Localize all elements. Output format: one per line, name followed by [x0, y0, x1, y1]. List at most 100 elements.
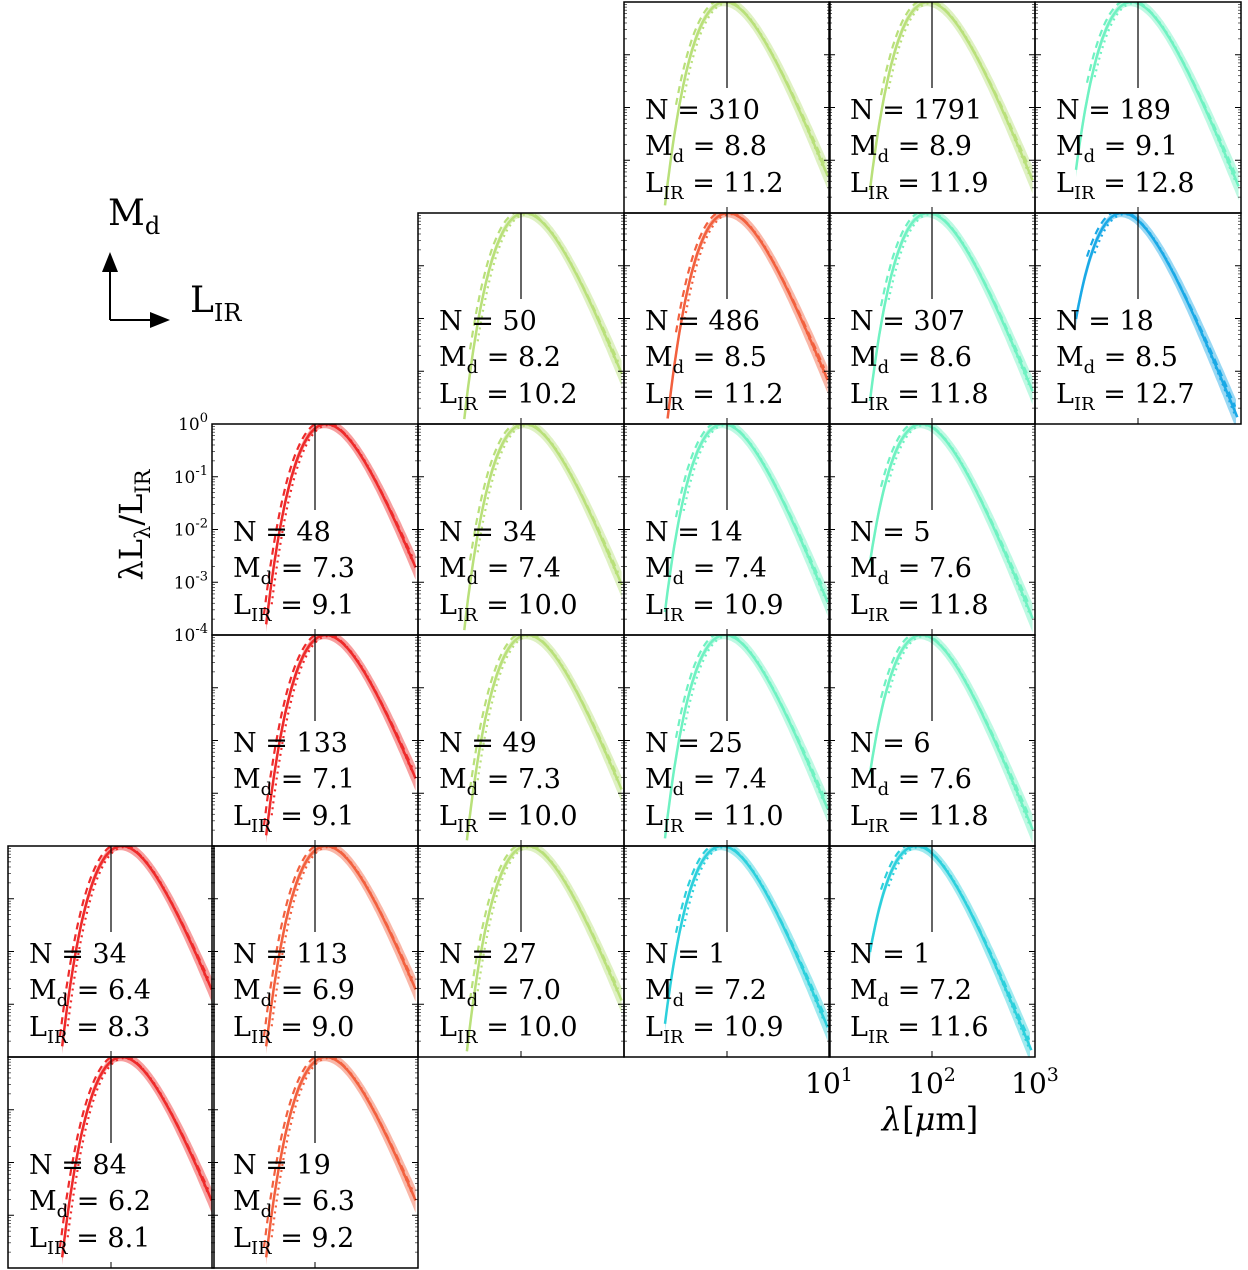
sed-curves	[58, 1057, 213, 1265]
sed-curves	[262, 1057, 417, 1265]
panel-lir-label: LIR = 10.0	[439, 1012, 578, 1048]
panel-md-label: Md = 8.8	[645, 131, 767, 167]
panel-md-label: Md = 7.2	[645, 975, 767, 1011]
panel-md-label: Md = 7.4	[645, 553, 767, 589]
x-tick-label: 103	[1011, 1064, 1059, 1100]
panel-md-label: Md = 7.0	[439, 975, 561, 1011]
panel-lir-label: LIR = 12.8	[1056, 168, 1195, 204]
sed-dotted-line	[476, 635, 619, 783]
sed-curves	[663, 2, 829, 206]
sed-curves	[262, 846, 417, 1054]
sed-dotted-line	[682, 846, 825, 1022]
panel-lir-label: LIR = 9.0	[233, 1012, 354, 1048]
y-tick-label: 10-1	[174, 464, 208, 488]
panel-n-label: N = 50	[439, 306, 537, 337]
sed-dotted-line	[682, 424, 825, 597]
panel-md-label: Md = 8.5	[1056, 342, 1178, 378]
sed-dotted-line	[476, 424, 619, 579]
sed-curves	[58, 846, 213, 1054]
sed-dotted-line	[887, 2, 1030, 175]
panel-n-label: N = 1791	[850, 95, 982, 126]
panel-lir-label: LIR = 11.8	[850, 590, 989, 626]
panel-n-label: N = 34	[29, 939, 127, 970]
sed-curves	[465, 846, 623, 1052]
x-tick-label: 101	[805, 1064, 853, 1100]
panel-n-label: N = 133	[233, 728, 348, 759]
x-axis-label: λ[μm]	[880, 1100, 978, 1138]
panel-n-label: N = 48	[233, 517, 331, 548]
sed-dotted-line	[1093, 213, 1236, 416]
panel-md-label: Md = 7.6	[850, 764, 972, 800]
sed-dashed-line	[674, 213, 826, 369]
sed-dotted-line	[682, 213, 825, 374]
sed-curves	[868, 635, 1034, 844]
panel-md-label: Md = 7.1	[233, 764, 355, 800]
axes-key-md-sub: d	[145, 212, 160, 240]
panel-md-label: Md = 6.3	[233, 1186, 355, 1222]
panel-lir-label: LIR = 10.0	[439, 590, 578, 626]
panel-lir-label: LIR = 11.8	[850, 379, 989, 415]
sed-dotted-line	[887, 846, 1030, 1049]
panel-n-label: N = 1	[645, 939, 726, 970]
panel-n-label: N = 486	[645, 306, 760, 337]
panel-lir-label: LIR = 8.3	[29, 1012, 150, 1048]
panel-lir-label: LIR = 12.7	[1056, 379, 1195, 415]
sed-band	[665, 424, 828, 620]
sed-median-line	[463, 213, 623, 420]
panel-frame	[828, 845, 1036, 1058]
y-tick-label: 10-3	[174, 569, 208, 593]
panel-md-label: Md = 6.2	[29, 1186, 151, 1222]
panel-frame	[211, 1056, 419, 1269]
panel-md-label: Md = 8.5	[645, 342, 767, 378]
panel-n-label: N = 14	[645, 517, 743, 548]
sed-dashed-line	[262, 635, 414, 826]
sed-dashed-line	[468, 424, 620, 574]
sed-median-line	[463, 424, 623, 631]
sed-dashed-line	[879, 424, 1031, 606]
sed-curves	[463, 424, 623, 631]
sed-curves	[868, 213, 1034, 409]
panel-lir-label: LIR = 10.9	[645, 1012, 784, 1048]
panel-lir-label: LIR = 10.9	[645, 590, 784, 626]
sed-curves	[868, 424, 1034, 633]
panel-md-label: Md = 8.2	[439, 342, 561, 378]
panel-md-label: Md = 9.1	[1056, 131, 1178, 167]
sed-curves	[868, 2, 1034, 198]
sed-dashed-line	[58, 846, 210, 1037]
panel-md-label: Md = 6.4	[29, 975, 151, 1011]
panel-n-label: N = 25	[645, 728, 743, 759]
panel-n-label: N = 189	[1056, 95, 1171, 126]
panel-n-label: N = 113	[233, 939, 348, 970]
panel-md-label: Md = 8.9	[850, 131, 972, 167]
axes-key-md-main: M	[108, 193, 145, 234]
panel-n-label: N = 84	[29, 1150, 127, 1181]
panel-n-label: N = 6	[850, 728, 931, 759]
panel-lir-label: LIR = 9.1	[233, 801, 354, 837]
sed-dotted-line	[887, 213, 1030, 386]
sed-band	[870, 213, 1033, 409]
sed-curves	[868, 846, 1033, 1057]
sed-dashed-line	[1085, 2, 1237, 175]
panel-md-label: Md = 7.2	[850, 975, 972, 1011]
panel-lir-label: LIR = 11.6	[850, 1012, 989, 1048]
y-axis-label: λLλ/LIR	[112, 468, 155, 580]
panel-lir-label: LIR = 11.9	[850, 168, 989, 204]
panel-n-label: N = 18	[1056, 306, 1154, 337]
panel-n-label: N = 307	[850, 306, 965, 337]
panel-n-label: N = 310	[645, 95, 760, 126]
sed-curves	[663, 635, 829, 839]
sed-median-line	[666, 213, 829, 419]
